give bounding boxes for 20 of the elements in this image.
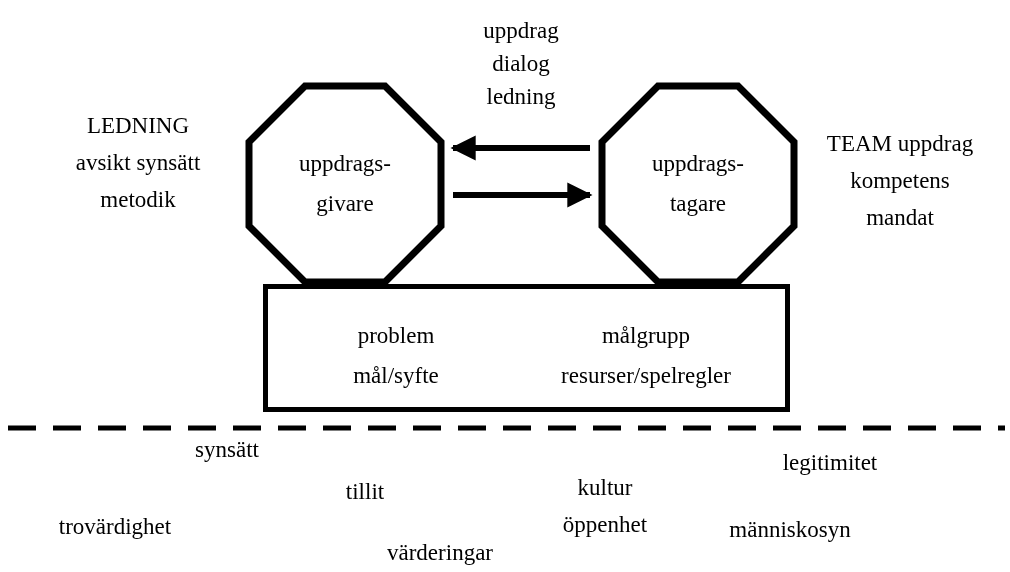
text-label: tillit xyxy=(345,478,385,506)
node-label: problem mål/syfte xyxy=(352,322,440,390)
text-label: uppdrag dialog ledning xyxy=(482,16,560,111)
node-label: uppdrags- givare xyxy=(298,150,392,218)
octagon-shape xyxy=(245,82,445,286)
side-label: LEDNING avsikt synsätt metodik xyxy=(74,111,202,214)
text-label: värderingar xyxy=(387,539,493,567)
text-label: synsätt xyxy=(195,436,259,464)
text-label: människosyn xyxy=(729,516,851,544)
octagon-shape xyxy=(598,82,798,286)
rectangle-box xyxy=(263,284,790,412)
text-label: legitimitet xyxy=(782,449,878,477)
side-label: TEAM uppdrag kompetens mandat xyxy=(825,129,975,232)
arrow xyxy=(453,182,593,208)
text-label: kultur xyxy=(577,474,633,502)
arrow xyxy=(450,135,590,161)
node-label: målgrupp resurser/spelregler xyxy=(560,322,732,390)
text-label: trovärdighet xyxy=(58,513,172,541)
text-label: öppenhet xyxy=(562,511,648,539)
node-label: uppdrags- tagare xyxy=(651,150,745,218)
